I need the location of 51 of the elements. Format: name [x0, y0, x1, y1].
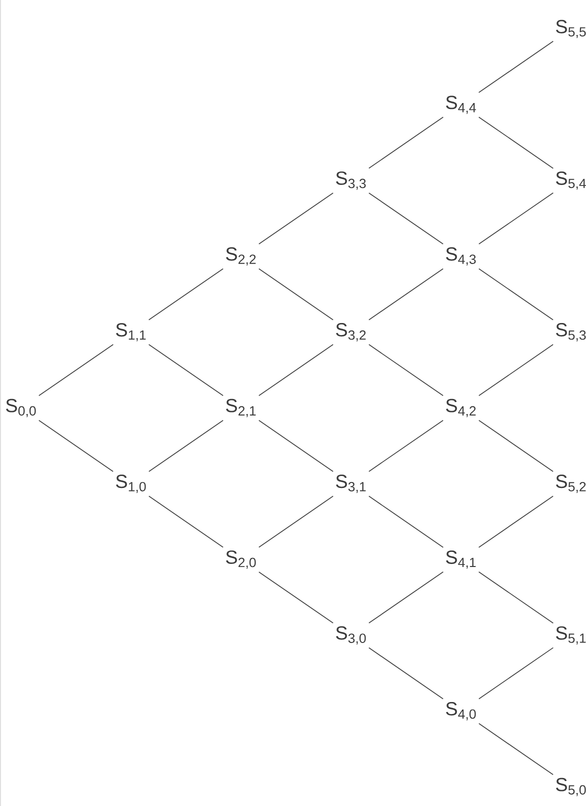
- node-label: S$_{4,4}$: [446, 96, 476, 114]
- node-label: S$_{3,2}$: [336, 323, 366, 342]
- connector-line: [368, 116, 444, 169]
- connector-line: [258, 572, 334, 624]
- node-label: S$_{2,1}$: [226, 398, 256, 418]
- connector-line: [478, 571, 554, 624]
- connector-line: [368, 344, 444, 396]
- node-label: S$_{5,2}$: [556, 474, 586, 493]
- connector-line: [258, 268, 334, 320]
- node-label: S$_{5,5}$: [556, 20, 586, 38]
- connector-line: [38, 420, 114, 472]
- connector-line: [368, 192, 444, 244]
- node-label: S$_{4,2}$: [446, 398, 476, 418]
- connector-line: [368, 496, 444, 548]
- node-label: S$_{1,1}$: [116, 323, 146, 342]
- connector-line: [478, 192, 554, 244]
- connector-line: [478, 344, 554, 396]
- node-label: S$_{5,0}$: [556, 778, 586, 796]
- node-label: S$_{1,0}$: [116, 474, 146, 493]
- node-label: S$_{2,0}$: [226, 550, 256, 569]
- connector-line: [38, 344, 114, 396]
- connector-line: [368, 571, 444, 624]
- connector-line: [478, 40, 554, 93]
- node-label: S$_{5,4}$: [556, 172, 586, 190]
- connector-line: [258, 496, 334, 548]
- connector-line: [148, 344, 224, 396]
- connector-line: [478, 496, 554, 548]
- connector-line: [258, 420, 334, 472]
- connector-line: [258, 192, 334, 244]
- node-label: S$_{3,3}$: [336, 171, 366, 190]
- connector-line: [478, 116, 554, 169]
- connector-line: [368, 268, 444, 320]
- connector-line: [148, 420, 224, 472]
- connector-line: [148, 268, 224, 320]
- connector-line: [478, 420, 554, 472]
- connector-line: [368, 647, 444, 700]
- connector-line: [368, 420, 444, 472]
- node-label: S$_{5,1}$: [556, 626, 586, 644]
- node-label: S$_{4,0}$: [446, 702, 476, 720]
- node-label: S$_{2,2}$: [226, 247, 256, 266]
- connector-line: [478, 647, 554, 700]
- node-label: S$_{0,0}$: [6, 398, 36, 418]
- node-label: S$_{3,0}$: [336, 626, 366, 645]
- connector-line: [258, 344, 334, 396]
- node-label: S$_{3,1}$: [336, 474, 366, 493]
- node-label: S$_{4,1}$: [446, 550, 476, 569]
- connector-line: [148, 496, 224, 548]
- connector-line: [478, 268, 554, 320]
- connector-line: [478, 723, 554, 776]
- node-label: S$_{5,3}$: [556, 323, 586, 342]
- node-label: S$_{4,3}$: [446, 247, 476, 266]
